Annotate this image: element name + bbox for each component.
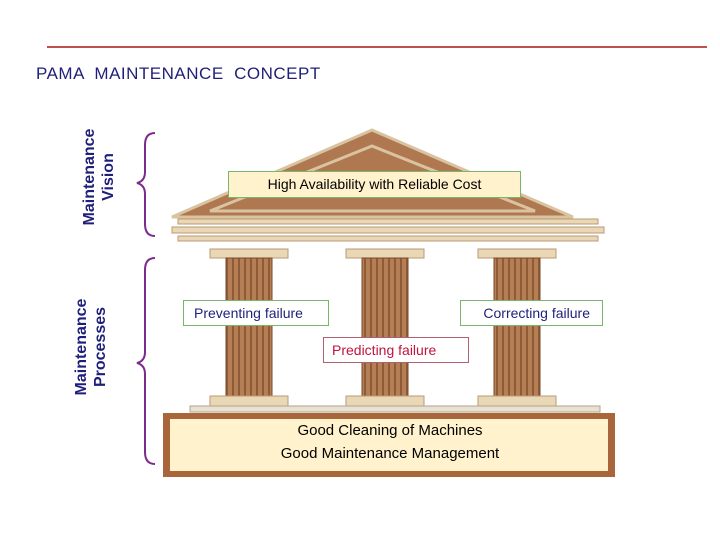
foundation-text: Good Cleaning of Machines Good Maintenan… [170, 419, 610, 465]
pillar-middle [345, 248, 425, 407]
vision-statement-box: High Availability with Reliable Cost [228, 171, 521, 198]
foundation-line-1: Good Cleaning of Machines [297, 422, 483, 439]
temple-foundation [163, 405, 615, 477]
predicting-failure-box: Predicting failure [323, 337, 469, 363]
correcting-failure-box: Correcting failure [460, 300, 603, 326]
page-title: PAMA MAINTENANCE CONCEPT [36, 64, 321, 83]
header-rule [47, 46, 707, 48]
preventing-failure-box: Preventing failure [183, 300, 329, 326]
vision-brace [136, 132, 156, 237]
pillar-left [209, 248, 289, 407]
foundation-line-2: Good Maintenance Management [280, 445, 500, 462]
pillar-right [477, 248, 557, 407]
processes-brace [136, 257, 156, 465]
